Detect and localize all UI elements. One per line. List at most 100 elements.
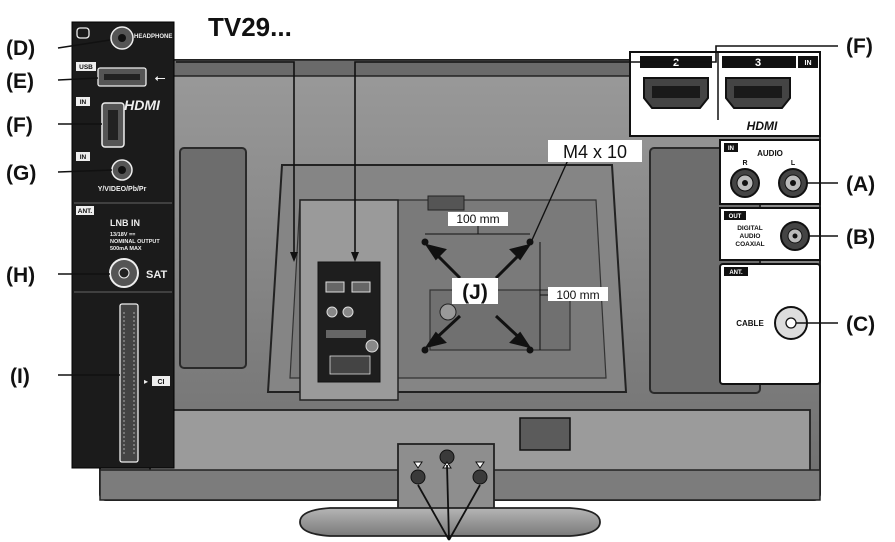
leader-arrowheads <box>290 252 359 262</box>
usb-label: USB <box>79 64 93 71</box>
out-tag-bg <box>724 211 746 220</box>
digital-label-3: COAXIAL <box>735 241 764 248</box>
cable-connector-pin <box>785 317 797 329</box>
model-title: TV29... <box>208 12 292 42</box>
stand-base <box>299 507 601 537</box>
ci-tag-bg <box>152 376 170 386</box>
usb-tag-bg <box>76 62 96 71</box>
mount-hole-tl <box>421 238 429 246</box>
sat-label: SAT <box>146 269 167 281</box>
headphone-label: HEADPHONE <box>134 34 172 40</box>
headphone-jack-hole <box>118 34 126 42</box>
ci-arrow: ▸ <box>144 377 148 386</box>
screw-arrow-right <box>475 461 485 469</box>
hdmi-port-3-inner <box>734 86 782 98</box>
callout-f-right: (F) <box>846 35 873 58</box>
callout-h: (H) <box>6 264 35 287</box>
audio-l-jack-hole <box>790 180 796 186</box>
mount-arrows <box>424 243 532 349</box>
stand-screw-left <box>410 469 426 485</box>
hdmi-side-tag-bg <box>76 97 90 106</box>
dim-horizontal-bg <box>448 212 508 226</box>
callout-b: (B) <box>846 226 875 249</box>
callout-i: (I) <box>10 365 30 388</box>
hdmi-rear-num-bg-3 <box>722 56 796 68</box>
audio-label: AUDIO <box>757 149 783 158</box>
callout-d: (D) <box>6 37 35 60</box>
ci-label: CI <box>158 379 165 386</box>
callout-j: (J) <box>462 281 488 304</box>
lnb-spec-1: 13/18V == <box>110 232 135 238</box>
out-tag: OUT <box>729 214 742 220</box>
video-jack-hole <box>118 166 126 174</box>
hdmi-port-2-inner <box>652 86 700 98</box>
hdmi-side-port-inner <box>108 110 118 140</box>
stand-pointer-left <box>417 484 450 541</box>
back-terminal-hdmi-2 <box>351 281 371 293</box>
audio-in-tag-bg <box>724 143 738 152</box>
callout-j-bg <box>452 278 498 304</box>
hdmi-port-3-label: 3 <box>755 57 761 69</box>
video-tag-bg <box>76 152 90 161</box>
lnb-in-label: LNB IN <box>110 218 140 228</box>
rear-ant-tag: ANT. <box>729 270 743 276</box>
usb-symbol-icon: ⭠ <box>154 69 165 85</box>
hdmi-side-logo: HDMI <box>124 97 161 113</box>
video-in-tag: IN <box>80 154 87 161</box>
cable-label: CABLE <box>736 319 764 328</box>
dim-vertical-bg <box>548 287 608 301</box>
side-ant-tag: ANT. <box>78 208 93 215</box>
lnb-spec-3: 500mA MAX <box>110 246 142 252</box>
rear-terminal-panel: 2 3 IN HDMI IN AUDIO R L OUT DIGITAL AUD… <box>629 51 821 385</box>
digital-label-1: DIGITAL <box>737 225 763 232</box>
callout-c: (C) <box>846 313 875 336</box>
callout-a: (A) <box>846 173 875 196</box>
digital-label-2: AUDIO <box>740 233 761 240</box>
ci-slot <box>119 303 139 463</box>
cable-clamp <box>519 417 571 451</box>
hdmi-port-2-label: 2 <box>673 57 679 69</box>
audio-r-label: R <box>742 160 747 167</box>
audio-in-tag: IN <box>728 146 734 152</box>
leader-lines <box>57 39 838 376</box>
hdmi-rear-in-bg <box>798 56 818 68</box>
callout-g: (G) <box>6 162 36 185</box>
hdmi-side-in-tag: IN <box>80 99 87 106</box>
back-terminal-jack-2 <box>342 306 354 318</box>
ant-tag-bg <box>76 206 94 215</box>
usb-port-tongue <box>104 74 140 80</box>
side-terminal-panel: HEADPHONE USB ⭠ IN HDMI IN Y/VIDEO/Pb/Pr… <box>71 21 175 469</box>
mount-bracket <box>427 195 465 211</box>
screw-spec-label: M4 x 10 <box>563 142 627 162</box>
stand-screw-right <box>472 469 488 485</box>
dim-horizontal-label: 100 mm <box>456 212 499 226</box>
video-label: Y/VIDEO/Pb/Pr <box>98 186 147 193</box>
dim-vertical-label: 100 mm <box>556 288 599 302</box>
callout-f-left: (F) <box>6 114 33 137</box>
back-terminal-slot <box>326 330 366 338</box>
digital-coax-hole <box>792 233 798 239</box>
audio-l-label: L <box>791 160 796 167</box>
ant-cable-block <box>719 263 821 385</box>
screw-arrow-left <box>413 461 423 469</box>
hdmi-rear-logo: HDMI <box>747 119 778 133</box>
hdmi-rear-in-tag: IN <box>805 60 812 67</box>
wall-mount-area: 100 mm 100 mm M4 x 10 (J) <box>421 140 642 354</box>
audio-r-jack-hole <box>742 180 748 186</box>
back-terminal-bottom <box>329 355 371 375</box>
mount-hole-br <box>526 346 534 354</box>
back-terminal-jack-1 <box>326 306 338 318</box>
screw-spec-bg <box>548 140 642 162</box>
sat-connector-pin <box>118 267 130 279</box>
lnb-spec-2: NOMINAL OUTPUT <box>110 239 160 245</box>
left-recess <box>179 147 247 369</box>
callout-e: (E) <box>6 70 34 93</box>
mount-hole-bl <box>421 346 429 354</box>
rear-ant-tag-bg <box>724 267 748 276</box>
stand-pointer-right <box>448 484 481 541</box>
stand-pointer-mid <box>446 464 450 541</box>
m4-pointer <box>531 159 569 241</box>
back-terminal-hdmi-1 <box>325 281 345 293</box>
mount-center-knob <box>439 303 457 321</box>
